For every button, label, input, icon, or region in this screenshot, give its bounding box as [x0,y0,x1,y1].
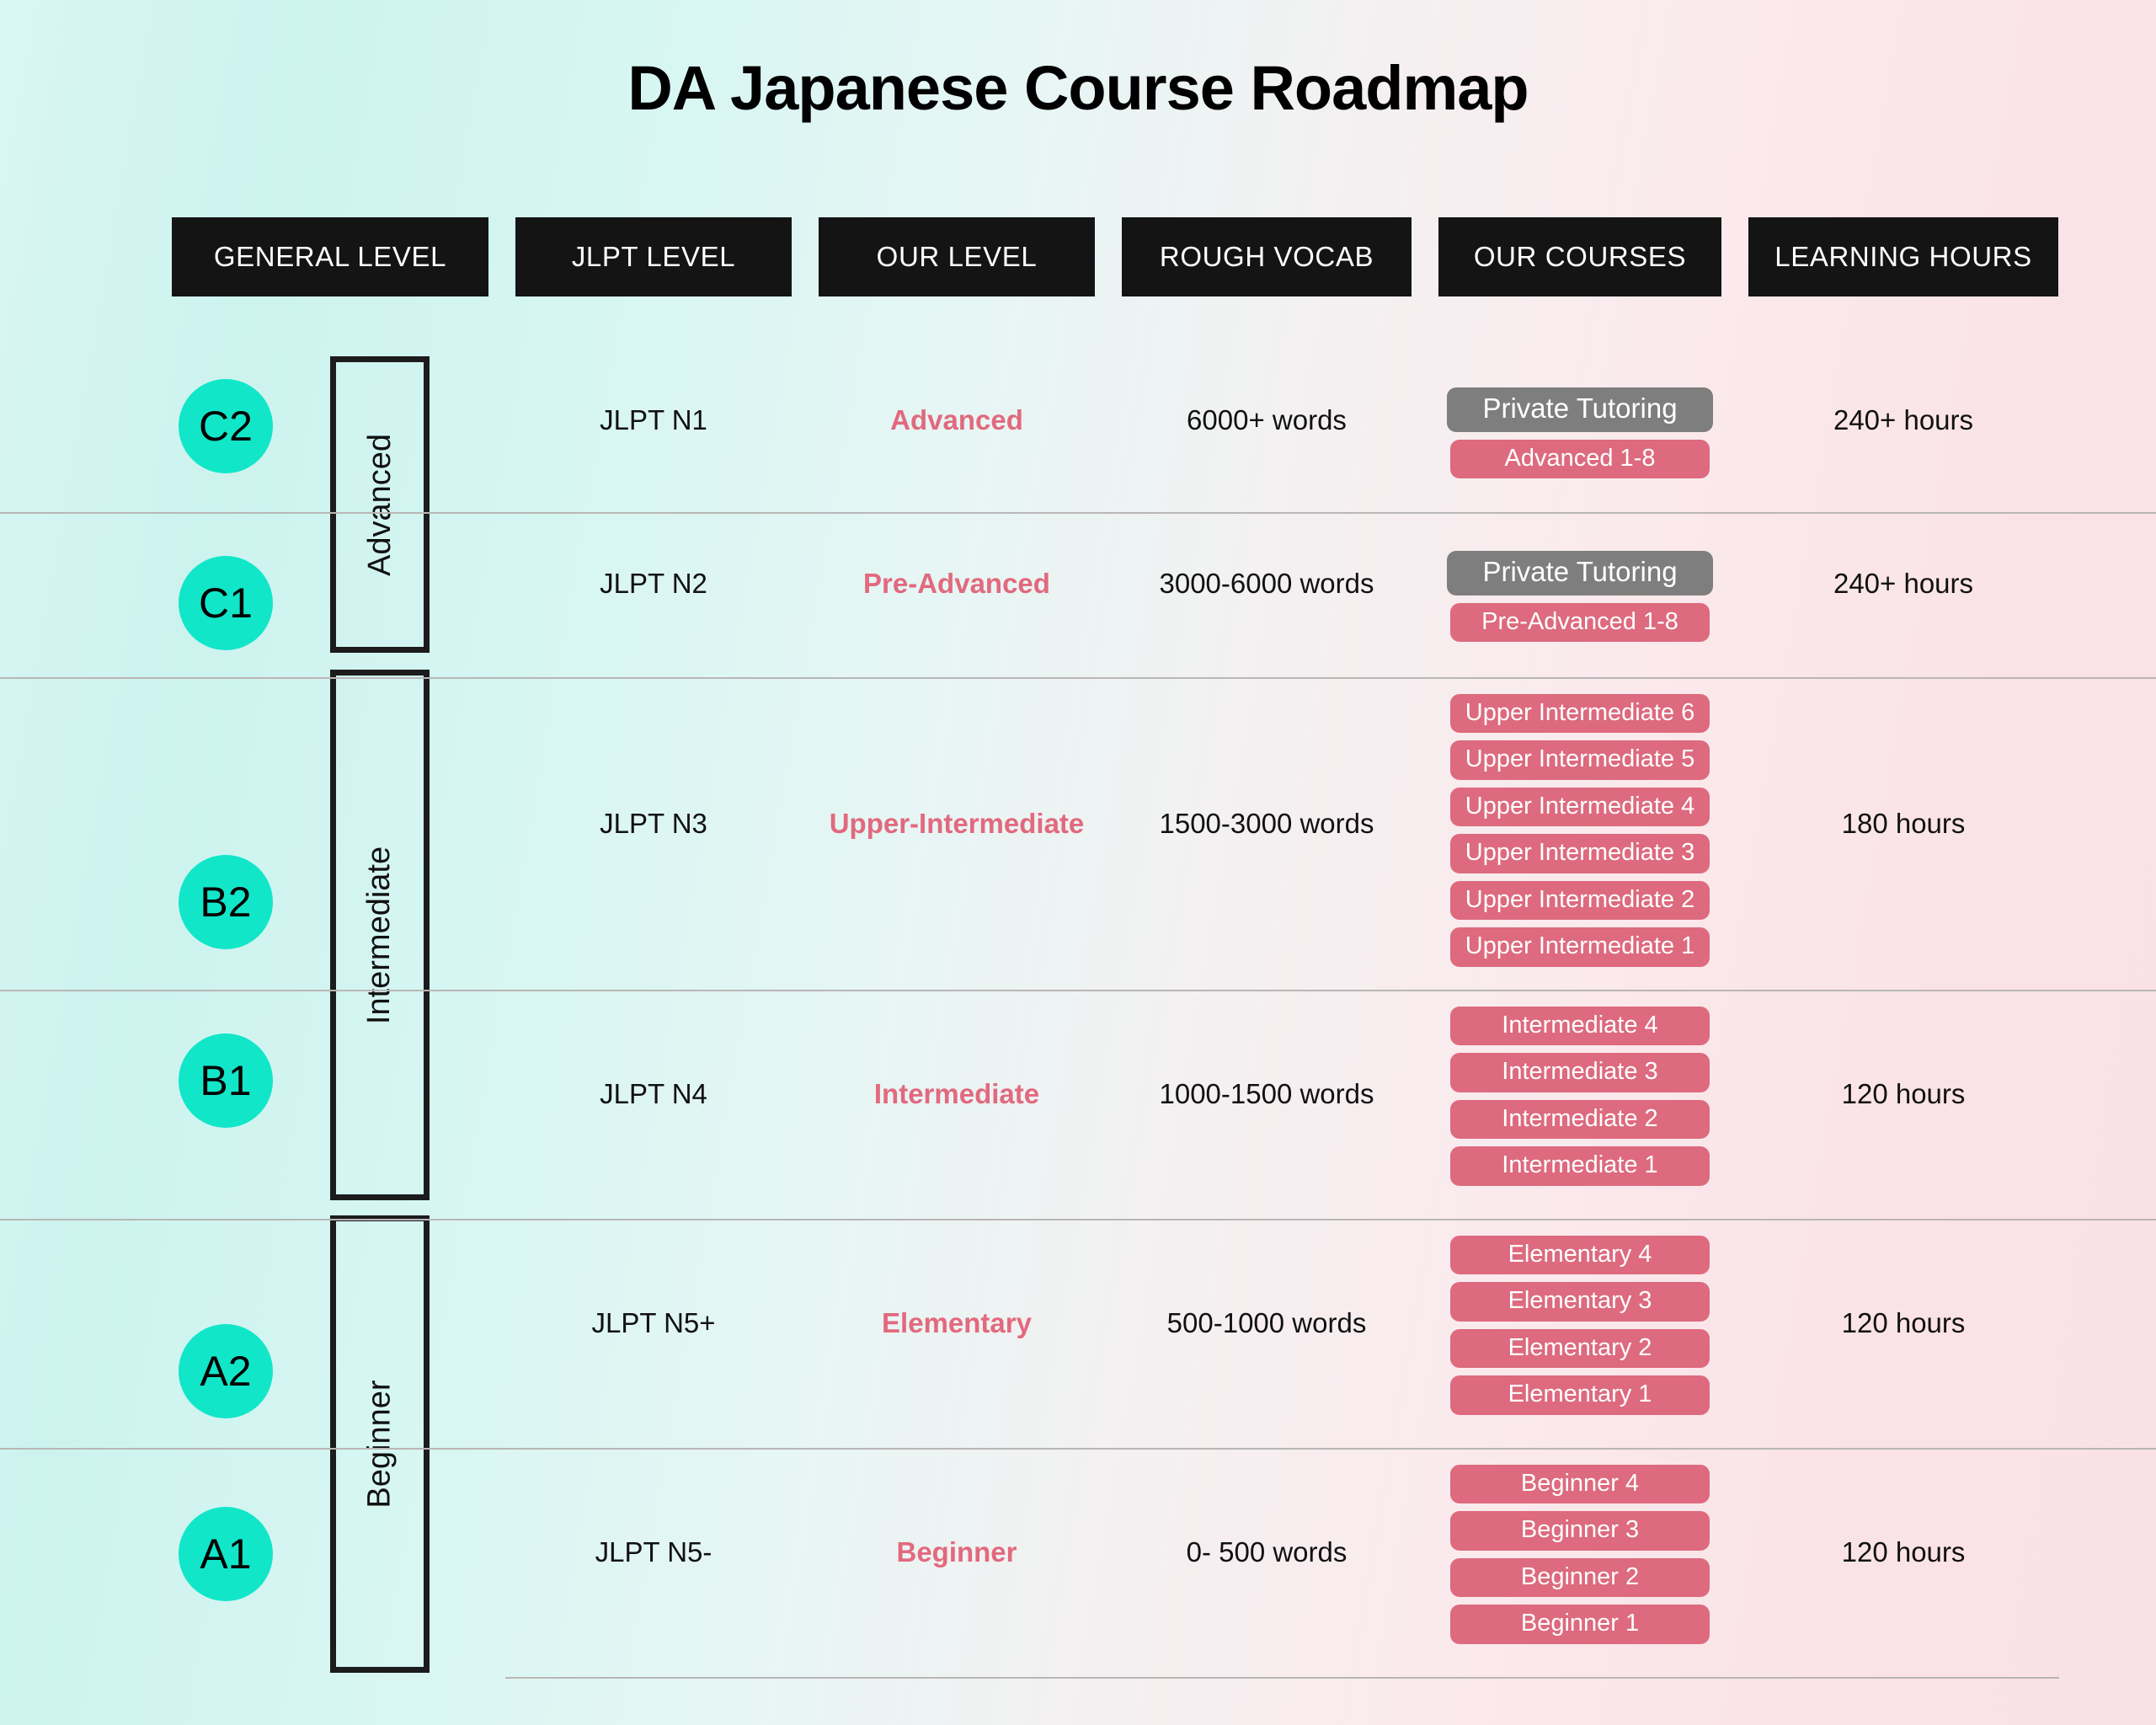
column-header-our-level: OUR LEVEL [819,217,1095,296]
table-row-n2: JLPT N2 Pre-Advanced 3000-6000 words 240… [0,512,2156,679]
table-row-n5-minus: JLPT N5- Beginner 0- 500 words 120 hours… [0,1448,2156,1677]
general-level-c2: C2 [179,379,273,473]
course-pill-private-tutoring[interactable]: Private Tutoring [1447,551,1713,595]
column-header-learning-hours: LEARNING HOURS [1748,217,2058,296]
course-pill-group: Private Tutoring Pre-Advanced 1-8 [1432,551,1728,643]
course-pill-elementary-3[interactable]: Elementary 3 [1450,1282,1710,1322]
cell-rough-vocab: 1000-1500 words [1159,1078,1374,1109]
column-header-jlpt-level: JLPT LEVEL [515,217,792,296]
cell-jlpt-level: JLPT N4 [600,1078,707,1109]
course-pill-intermediate-3[interactable]: Intermediate 3 [1450,1053,1710,1092]
general-level-b1: B1 [179,1033,273,1128]
bracket-beginner: Beginner [330,1215,430,1673]
cell-our-level: Pre-Advanced [863,568,1050,599]
course-pill-intermediate-1[interactable]: Intermediate 1 [1450,1146,1710,1186]
table-row-n3: JLPT N3 Upper-Intermediate 1500-3000 wor… [0,677,2156,991]
course-pill-upper-intermediate-4[interactable]: Upper Intermediate 4 [1450,787,1710,827]
course-pill-group: Upper Intermediate 6 Upper Intermediate … [1432,694,1728,967]
cell-jlpt-level: JLPT N5- [595,1536,712,1567]
table-row-n5-plus: JLPT N5+ Elementary 500-1000 words 120 h… [0,1219,2156,1450]
course-pill-upper-intermediate-3[interactable]: Upper Intermediate 3 [1450,834,1710,873]
cell-our-level: Advanced [890,404,1023,435]
course-pill-group: Beginner 4 Beginner 3 Beginner 2 Beginne… [1432,1465,1728,1644]
general-level-label: A1 [200,1530,252,1578]
course-pill-beginner-3[interactable]: Beginner 3 [1450,1511,1710,1551]
cell-learning-hours: 180 hours [1841,808,1966,839]
general-level-label: A2 [200,1348,252,1395]
course-pill-beginner-1[interactable]: Beginner 1 [1450,1605,1710,1644]
course-pill-beginner-2[interactable]: Beginner 2 [1450,1557,1710,1598]
course-pill-upper-intermediate-2[interactable]: Upper Intermediate 2 [1450,880,1710,921]
general-level-c1: C1 [179,556,273,650]
course-pill-advanced-1-8[interactable]: Advanced 1-8 [1450,439,1710,479]
cell-rough-vocab: 6000+ words [1187,404,1347,435]
cell-rough-vocab: 500-1000 words [1166,1307,1367,1338]
course-pill-group: Elementary 4 Elementary 3 Elementary 2 E… [1432,1236,1728,1415]
bracket-intermediate: Intermediate [330,670,430,1200]
cell-rough-vocab: 1500-3000 words [1159,808,1374,839]
course-pill-intermediate-2[interactable]: Intermediate 2 [1450,1099,1710,1140]
cell-learning-hours: 120 hours [1841,1307,1966,1338]
general-level-label: B2 [200,879,252,926]
course-pill-group: Private Tutoring Advanced 1-8 [1432,387,1728,479]
cell-jlpt-level: JLPT N1 [600,404,707,435]
general-level-b2: B2 [179,855,273,949]
column-header-rough-vocab: ROUGH VOCAB [1122,217,1412,296]
cell-our-level: Beginner [896,1536,1017,1567]
course-pill-group: Intermediate 4 Intermediate 3 Intermedia… [1432,1007,1728,1186]
course-pill-beginner-4[interactable]: Beginner 4 [1450,1465,1710,1504]
general-level-label: C2 [199,403,253,450]
table-row-n1: JLPT N1 Advanced 6000+ words 240+ hours … [0,352,2156,514]
course-pill-intermediate-4[interactable]: Intermediate 4 [1450,1007,1710,1046]
cell-our-level: Upper-Intermediate [829,808,1085,839]
general-level-label: C1 [199,579,253,627]
cell-learning-hours: 240+ hours [1833,568,1974,599]
table-row-n4: JLPT N4 Intermediate 1000-1500 words 120… [0,990,2156,1220]
column-header-row: GENERAL LEVEL JLPT LEVEL OUR LEVEL ROUGH… [0,217,2156,296]
cell-learning-hours: 120 hours [1841,1078,1966,1109]
cell-our-level: Intermediate [873,1078,1040,1109]
course-pill-upper-intermediate-6[interactable]: Upper Intermediate 6 [1450,694,1710,734]
course-pill-upper-intermediate-5[interactable]: Upper Intermediate 5 [1450,740,1710,780]
course-pill-elementary-4[interactable]: Elementary 4 [1450,1236,1710,1275]
page-title: DA Japanese Course Roadmap [627,53,1529,123]
general-level-a2: A2 [179,1324,273,1418]
cell-jlpt-level: JLPT N3 [600,808,707,839]
course-pill-upper-intermediate-1[interactable]: Upper Intermediate 1 [1450,927,1710,967]
bracket-advanced: Advanced [330,356,430,653]
cell-learning-hours: 240+ hours [1833,404,1974,435]
course-pill-elementary-1[interactable]: Elementary 1 [1450,1375,1710,1415]
course-pill-pre-advanced-1-8[interactable]: Pre-Advanced 1-8 [1450,602,1710,643]
cell-rough-vocab: 3000-6000 words [1159,568,1374,599]
column-header-our-courses: OUR COURSES [1438,217,1721,296]
table-bottom-divider [505,1677,2059,1679]
cell-jlpt-level: JLPT N2 [600,568,707,599]
column-header-general-level: GENERAL LEVEL [172,217,488,296]
course-pill-private-tutoring[interactable]: Private Tutoring [1447,387,1713,432]
general-level-label: B1 [200,1057,252,1104]
cell-learning-hours: 120 hours [1841,1536,1966,1567]
general-level-a1: A1 [179,1507,273,1601]
course-pill-elementary-2[interactable]: Elementary 2 [1450,1328,1710,1369]
cell-jlpt-level: JLPT N5+ [591,1307,716,1338]
cell-our-level: Elementary [882,1307,1032,1338]
cell-rough-vocab: 0- 500 words [1186,1536,1348,1567]
